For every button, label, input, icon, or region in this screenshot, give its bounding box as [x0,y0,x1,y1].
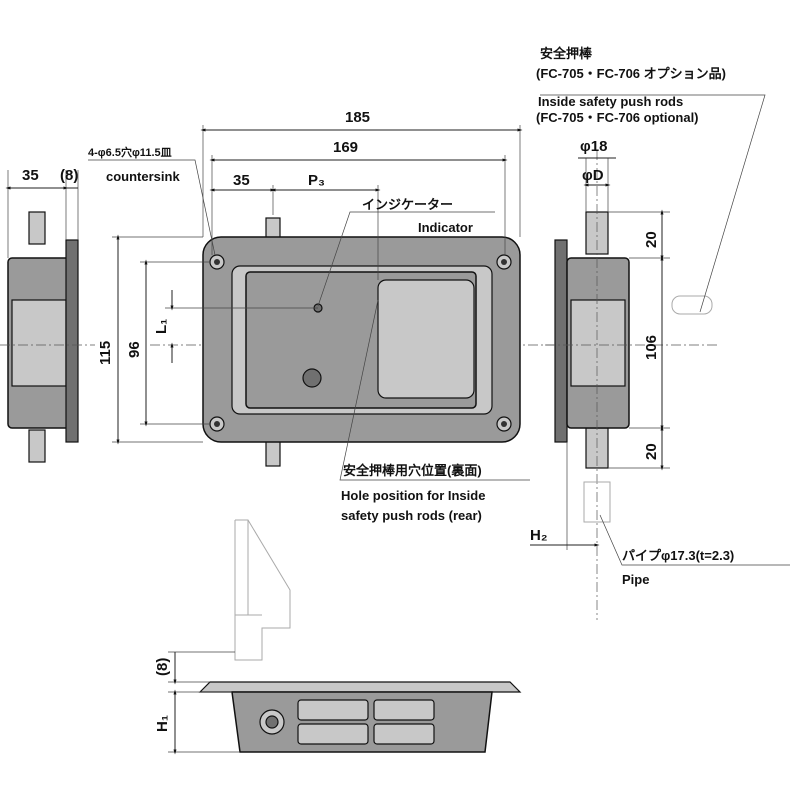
hole-position-note-jp: 安全押棒用穴位置(裏面) [343,463,482,478]
dim-8-side: (8) [60,167,78,184]
push-rods-note-en-1: Inside safety push rods [538,94,683,109]
countersink-note-en: countersink [106,169,180,184]
dim-185: 185 [345,109,370,126]
dim-20-bottom: 20 [643,443,660,460]
rod-bottom [265,439,281,467]
handle [377,279,475,399]
countersink-holes [209,254,512,432]
dim-l1: L₁ [153,319,170,334]
dim-35-top: 35 [233,172,250,189]
pipe-note-en: Pipe [622,572,649,587]
push-rod-outline [671,295,713,315]
hole-position-note-en-2: safety push rods (rear) [341,508,482,523]
pipe-note-jp: パイプφ17.3(t=2.3) [622,548,734,563]
key-cylinder [302,368,322,388]
dim-20-top: 20 [643,231,660,248]
dim-96: 96 [126,341,143,358]
right-side-view [530,94,790,620]
dim-169: 169 [333,139,358,156]
dim-phi18: φ18 [580,138,607,155]
flange [198,681,522,693]
push-rods-note-jp-2: (FC-705・FC-706 オプション品) [536,66,726,81]
hole-position-note-en-1: Hole position for Inside [341,488,485,503]
push-rods-note-en-2: (FC-705・FC-706 optional) [536,110,699,125]
dim-phi-d: φD [582,167,604,184]
indicator-note-en: Indicator [418,220,473,235]
countersink-note-jp: 4-φ6.5穴φ11.5皿 [88,145,172,159]
push-rods-note-jp-1: 安全押棒 [540,46,593,61]
handle-swing-outline [234,519,291,661]
dim-35-side: 35 [22,167,39,184]
left-side-view [0,170,95,463]
bottom-view [168,651,522,755]
dim-106: 106 [643,335,660,360]
dim-115: 115 [97,341,114,365]
indicator-note-jp: インジケーター [362,197,453,212]
dim-h2: H₂ [530,527,548,544]
dim-8-bottom: (8) [154,658,171,676]
pipe-outline [583,481,611,523]
dim-h1: H₁ [154,715,171,732]
dim-p3: P₃ [308,172,325,189]
front-view [88,125,560,481]
